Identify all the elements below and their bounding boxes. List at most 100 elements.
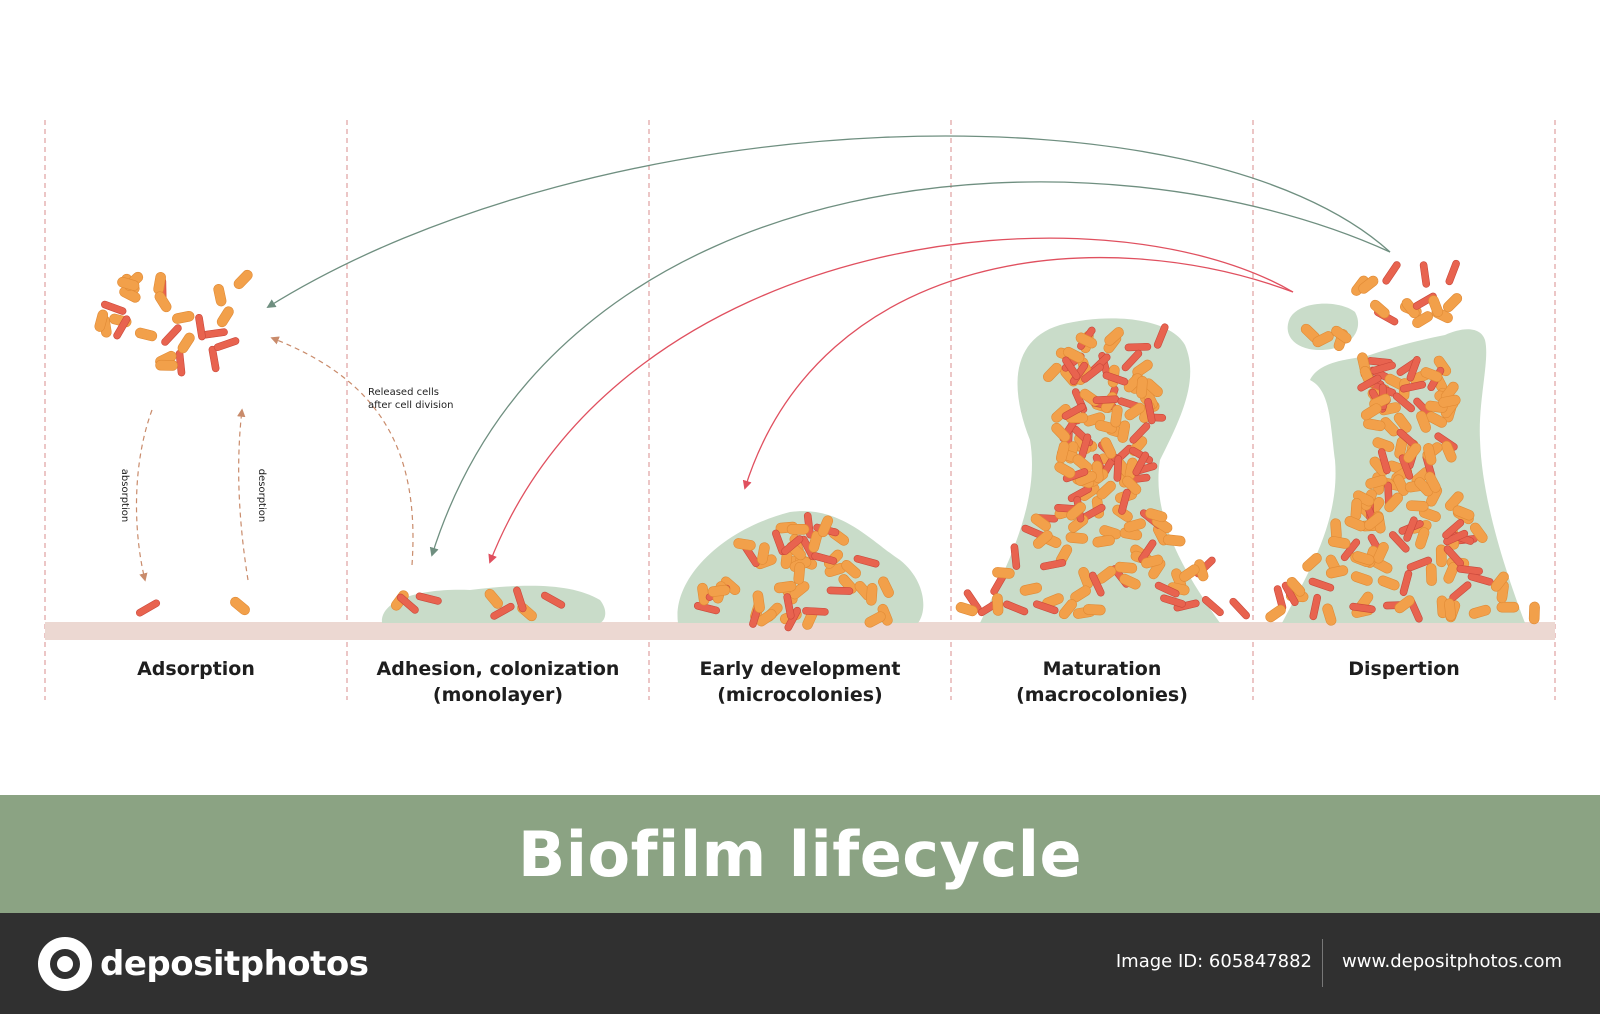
bacterium-rod bbox=[1384, 492, 1403, 513]
bacterium-rod bbox=[1350, 571, 1373, 586]
bacterium-rod bbox=[1352, 551, 1375, 566]
bacterium-rod-red bbox=[1138, 539, 1157, 563]
biofilm-diagram bbox=[44, 120, 1556, 700]
bacterium-rod bbox=[1444, 491, 1464, 511]
bacterium-rod bbox=[773, 580, 797, 594]
bacterium-rod-red bbox=[781, 535, 804, 556]
bacterium-rod-red bbox=[1377, 448, 1391, 475]
arc-to-adsorption bbox=[266, 135, 1391, 308]
bacterium-rod-red bbox=[1398, 454, 1414, 480]
bacterium-rod bbox=[955, 602, 978, 617]
bacterium-rod-red bbox=[802, 607, 829, 616]
macrocolony-bacteria bbox=[955, 323, 1250, 620]
bacterium-rod-red bbox=[811, 552, 838, 565]
bacterium-rod-red bbox=[1154, 581, 1180, 598]
microcolony-bacteria bbox=[693, 512, 894, 632]
bacterium-rod bbox=[1490, 571, 1509, 592]
bacterium-rod-red bbox=[1092, 395, 1120, 405]
bacterium-rod-red bbox=[1399, 380, 1427, 393]
bacterium-rod bbox=[1136, 375, 1148, 399]
bacterium-rod bbox=[1358, 275, 1379, 294]
bacterium-rod bbox=[733, 538, 756, 551]
released-cells-note: Released cells after cell division bbox=[368, 386, 454, 412]
camera-logo-icon bbox=[38, 937, 92, 991]
bacterium-rod bbox=[1420, 367, 1443, 383]
bacterium-rod-red bbox=[1132, 451, 1150, 476]
bacterium-rod bbox=[216, 306, 234, 328]
bacterium-rod bbox=[866, 583, 878, 606]
bacterium-rod bbox=[1110, 404, 1123, 428]
bacterium-rod-red bbox=[1456, 565, 1483, 575]
bacterium-rod bbox=[1030, 513, 1051, 532]
bacterium-rod bbox=[1141, 554, 1164, 569]
bacterium-rod bbox=[1416, 410, 1431, 433]
bacterium-rod bbox=[864, 611, 886, 628]
bacterium-rod-red bbox=[1445, 259, 1460, 286]
bacterium-rod bbox=[1425, 411, 1448, 428]
bacterium-rod bbox=[1119, 573, 1141, 590]
bacterium-rod bbox=[1393, 474, 1409, 496]
arc-red-to-monolayer bbox=[488, 237, 1294, 564]
bacterium-rod-red bbox=[826, 586, 854, 595]
bacterium-rod bbox=[1265, 604, 1286, 623]
bacterium-rod bbox=[1123, 518, 1146, 533]
image-id-text: Image ID: 605847882 bbox=[1115, 951, 1312, 972]
brand-logo[interactable]: depositphotos bbox=[38, 937, 369, 991]
dispersion-bacteria bbox=[1265, 259, 1540, 626]
bacterium-rod-red bbox=[396, 593, 419, 614]
stage-label-maturation: Maturation (macrocolonies) bbox=[952, 656, 1252, 708]
bacterium-rod-red bbox=[1392, 392, 1415, 413]
bacterium-rod bbox=[155, 359, 178, 371]
bacterium-rod bbox=[878, 576, 894, 598]
bacterium-rod bbox=[1162, 534, 1186, 547]
bacterium-rod bbox=[1443, 293, 1463, 313]
bacterium-rod bbox=[1469, 522, 1488, 543]
bacterium-rod-red bbox=[1118, 488, 1131, 515]
bacterium-rod bbox=[1360, 403, 1382, 421]
bacterium-rod bbox=[134, 327, 158, 342]
bacterium-rod bbox=[992, 593, 1004, 616]
bacterium-rod-red bbox=[1419, 261, 1431, 288]
bacterium-rod-red bbox=[1201, 596, 1224, 617]
bacterium-rod bbox=[1075, 332, 1098, 349]
bacterium-rod-red bbox=[1032, 600, 1059, 615]
bacterium-rod bbox=[1132, 359, 1153, 378]
bacterium-rod bbox=[752, 590, 765, 613]
released-cells-arrow bbox=[270, 336, 414, 566]
stage-title: Adsorption bbox=[137, 658, 255, 680]
bacterium-rod-red bbox=[100, 300, 127, 315]
bacterium-rod bbox=[1373, 542, 1389, 564]
bacterium-rod bbox=[1083, 604, 1106, 616]
arc-red-to-microcolony bbox=[742, 257, 1294, 490]
released-note-line1: Released cells bbox=[368, 387, 440, 398]
bacterium-rod-red bbox=[1382, 261, 1401, 285]
bacterium-rod bbox=[1415, 527, 1430, 550]
bacterium-rod bbox=[1054, 461, 1076, 479]
bacterium-rod bbox=[1444, 598, 1456, 621]
bacterium-rod-red bbox=[541, 591, 566, 609]
bacterium-rod bbox=[1406, 500, 1429, 512]
bacterium-rod bbox=[1322, 603, 1337, 626]
bacterium-rod bbox=[1423, 443, 1437, 466]
bacterium-rod bbox=[1058, 599, 1077, 620]
bacterium-rod bbox=[1042, 362, 1062, 383]
bacterium-rod-red bbox=[1003, 600, 1029, 616]
bacterium-rod bbox=[756, 609, 777, 627]
bacterium-rod bbox=[1122, 475, 1142, 495]
stage-subtitle: (monolayer) bbox=[432, 684, 564, 706]
bacterium-rod-red bbox=[1153, 323, 1169, 349]
bacterium-rod-red bbox=[1121, 349, 1143, 372]
bacterium-rod bbox=[1496, 601, 1520, 613]
bacterium-rod bbox=[1019, 582, 1043, 596]
bacterium-rod bbox=[793, 561, 806, 585]
bacterium-rod-red bbox=[1173, 599, 1200, 612]
bacterium-rod bbox=[154, 291, 172, 313]
bacterium-rod bbox=[1327, 536, 1351, 549]
bacterium-rod-red bbox=[1102, 371, 1129, 386]
bacterium-rod bbox=[1114, 561, 1138, 574]
absorption-arrow bbox=[135, 409, 153, 582]
absorption-note: absorption bbox=[119, 468, 131, 523]
bacterium-rod bbox=[757, 542, 770, 565]
site-url-link[interactable]: www.depositphotos.com bbox=[1342, 951, 1563, 972]
desorption-note: desorption bbox=[256, 468, 268, 523]
